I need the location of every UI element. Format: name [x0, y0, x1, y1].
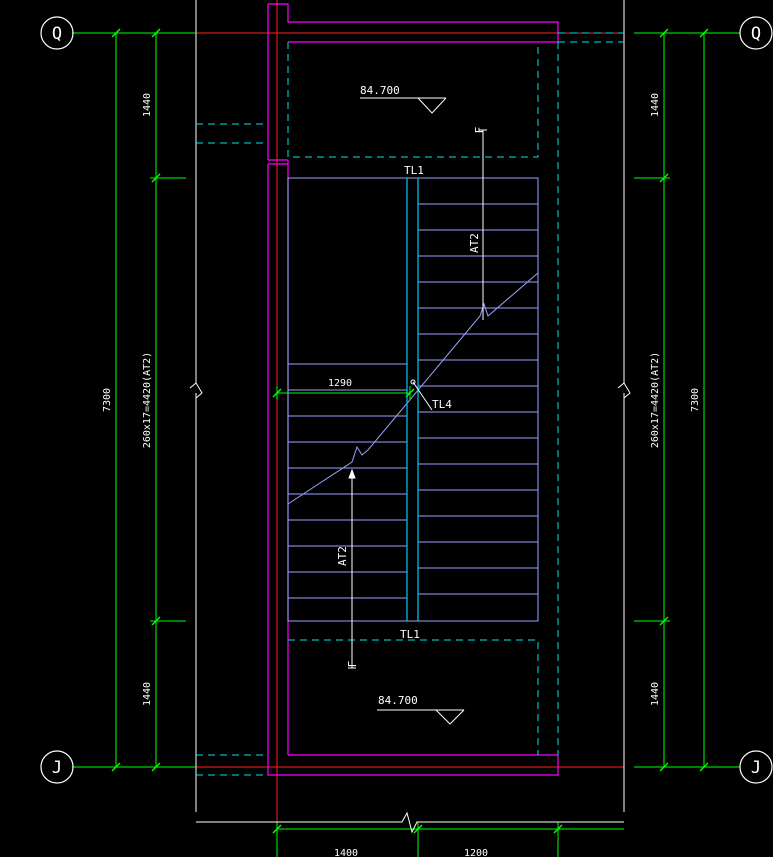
cut-label-top: F — [473, 127, 486, 134]
elevation-triangle-upper — [417, 97, 447, 114]
dim-right-flight-text: 260x17=4420(AT2) — [650, 352, 661, 448]
tl4-leader — [410, 379, 433, 411]
beams — [406, 178, 419, 621]
elevation-lower-text: 84.700 — [378, 694, 418, 707]
elevation-upper-text: 84.700 — [360, 84, 400, 97]
upper-landing-outline — [287, 42, 539, 158]
axis-bubbles — [40, 16, 773, 784]
axis-bubble-j-right — [739, 750, 773, 784]
dim-bottom-right-text: 1200 — [464, 848, 488, 857]
dim-left-overall-text: 7300 — [102, 388, 113, 412]
beam-label-top: TL1 — [404, 164, 424, 177]
dim-right-overall-text: 7300 — [690, 388, 701, 412]
break-mark-right — [617, 382, 631, 399]
treads-upper-flight — [418, 203, 538, 595]
dim-right-upper-landing-text: 1440 — [650, 93, 661, 117]
elevation-triangle-lower — [435, 709, 465, 725]
dim-landing-width-text: 1290 — [328, 378, 352, 389]
dim-left-upper-landing-text: 1440 — [142, 93, 153, 117]
axis-label-j-left: J — [52, 758, 62, 778]
axis-bubble-j-left — [40, 750, 74, 784]
bottom-border — [196, 811, 624, 834]
stair-outline — [287, 177, 539, 622]
beam-label-bottom: TL1 — [400, 628, 420, 641]
axis-bubble-q-left — [40, 16, 74, 50]
grid-lines — [196, 0, 624, 857]
elevation-marks — [360, 97, 465, 725]
flight-label-lower: AT2 — [336, 546, 349, 566]
hidden-lines — [196, 32, 624, 776]
wall-left-lower — [267, 164, 559, 776]
break-line-stair — [287, 272, 539, 505]
dim-right-lower-landing-text: 1440 — [650, 682, 661, 706]
axis-bubble-q-right — [739, 16, 773, 50]
bottom-break-line — [196, 811, 624, 834]
wall-top — [268, 3, 559, 42]
dimension-lines — [72, 28, 740, 857]
cut-label-bottom: F — [346, 661, 359, 668]
flight-label-upper: AT2 — [468, 233, 481, 253]
arrow-lower-head — [348, 468, 356, 479]
axis-label-q-right: Q — [751, 24, 761, 44]
stair-flights — [287, 177, 539, 622]
dim-left-lower-landing-text: 1440 — [142, 682, 153, 706]
dim-bottom-left-text: 1400 — [334, 848, 358, 857]
axis-label-j-right: J — [751, 758, 761, 778]
beam-label-mid: TL4 — [432, 398, 452, 411]
break-mark-left — [189, 382, 203, 399]
dim-left-flight-text: 260x17=4420(AT2) — [142, 352, 153, 448]
treads-lower-flight — [288, 363, 407, 599]
lower-landing-outline — [288, 639, 539, 755]
axis-label-q-left: Q — [52, 24, 62, 44]
walk-arrows — [348, 129, 487, 669]
border-lines — [189, 0, 631, 812]
